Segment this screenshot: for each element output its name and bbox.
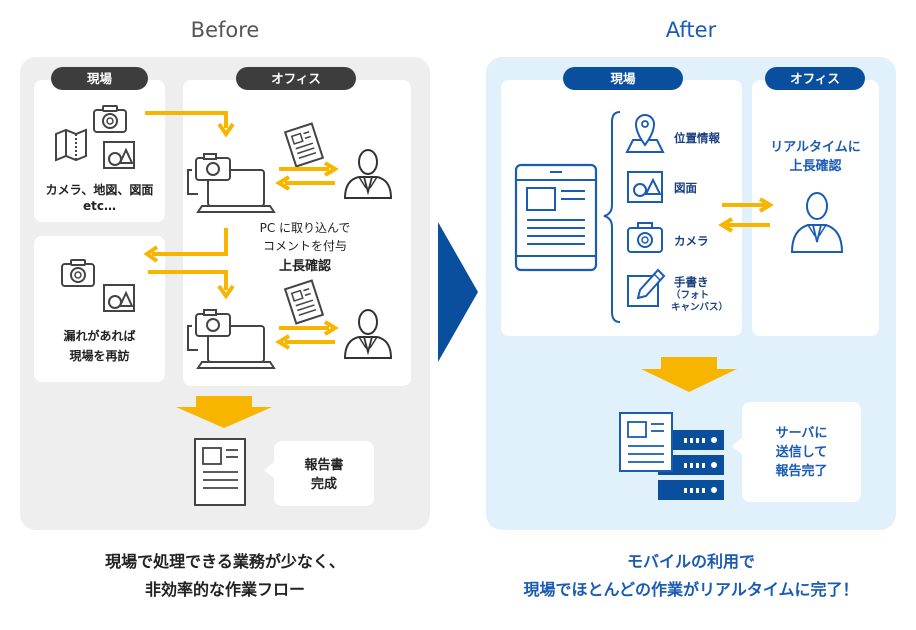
server-text-card [742,402,861,502]
before-field-pill: 現場 [51,67,148,90]
before-office-pill: オフィス [236,67,356,90]
drawing-icon [103,284,135,312]
manager-icon [790,192,844,253]
handwriting-icon [627,268,666,307]
pc-text-2: コメントを付与 [262,239,347,253]
speech-tail [264,462,274,478]
camera-icon [61,259,95,287]
after-heading: After [665,18,717,42]
brace-icon [603,111,621,323]
flow-arrow-icon [143,228,228,263]
manager-icon [344,149,392,199]
realtime-text: リアルタイムに 上長確認 [770,140,861,174]
map-icon [55,128,87,162]
flow-arrow-icon [148,270,235,300]
approval-text: 上長確認 [278,259,331,274]
drawing-icon [627,171,663,203]
exchange-arrows-icon [718,197,774,233]
pc-camera-icon [187,153,275,213]
field-revisit-card [34,236,165,382]
after-field-pill: 現場 [563,67,683,90]
pc-camera-icon [187,309,275,369]
handwriting-note: （フォト キャンバス） [671,290,729,313]
exchange-arrows-icon [277,320,337,350]
camera-icon [627,222,663,253]
location-icon [625,114,665,153]
down-arrow-icon [641,357,737,392]
document-icon [284,279,324,325]
report-document-icon [194,438,246,506]
feature-handwriting-label: 手書き [674,275,709,289]
before-caption-1: 現場で処理できる業務が少なく、 [105,552,345,571]
tools-text: カメラ、地図、図面 etc… [45,183,154,213]
report-card [274,441,374,506]
exchange-arrows-icon [277,161,337,191]
report-text: 報告書 完成 [304,458,344,492]
flow-arrow-icon [145,111,235,138]
revisit-text: 漏れがあれば 現場を再訪 [63,329,136,363]
before-caption-2: 非効率的な作業フロー [144,580,305,599]
server-icon [658,430,724,500]
before-after-arrow-icon [438,222,478,362]
feature-location-label: 位置情報 [674,131,720,145]
feature-camera-label: カメラ [674,234,709,248]
after-office-pill: オフィス [765,67,865,90]
camera-icon [93,105,127,133]
feature-drawing-label: 図面 [674,181,697,195]
manager-icon [344,309,392,359]
tablet-icon [514,163,598,272]
drawing-icon [103,141,135,169]
after-caption-1: モバイルの利用で [626,552,755,571]
down-arrow-icon [176,396,272,428]
report-document-icon [619,412,673,472]
before-heading: Before [190,18,260,42]
server-text: サーバに 送信して 報告完了 [775,426,828,479]
speech-tail [732,438,742,454]
pc-text-1: PC に取り込んで [259,221,351,235]
document-icon [284,122,324,168]
after-caption-2: 現場でほとんどの作業がリアルタイムに完了！ [523,580,859,599]
